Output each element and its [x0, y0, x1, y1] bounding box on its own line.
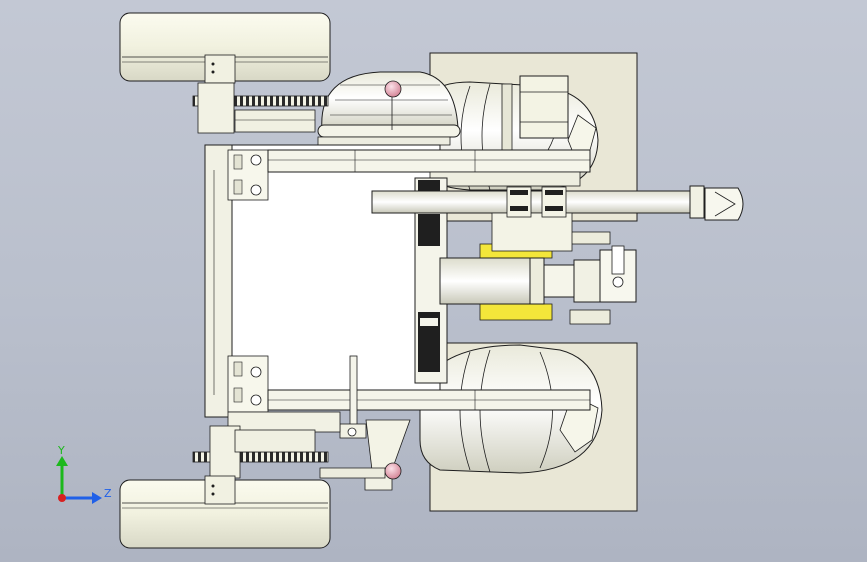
lower-wheel[interactable] [119, 475, 331, 549]
z-axis-label: Z [104, 487, 112, 500]
central-shaft[interactable] [439, 231, 637, 325]
upper-pink-knob[interactable] [384, 80, 402, 98]
lower-rail[interactable] [267, 389, 591, 411]
rod-brackets[interactable] [491, 186, 573, 252]
upper-wheel[interactable] [119, 12, 331, 84]
lower-pink-knob[interactable] [384, 462, 402, 480]
upper-rail[interactable] [267, 149, 591, 187]
lower-dome-cover[interactable] [227, 411, 393, 491]
lower-sprocket-chain[interactable] [192, 425, 386, 479]
coordinate-triad-icon: Y Z [56, 444, 112, 504]
lower-yellow-block[interactable] [479, 303, 553, 321]
y-axis-label: Y [57, 444, 65, 457]
upper-sprocket-chain[interactable] [192, 82, 329, 134]
upper-dome-cover[interactable] [317, 71, 461, 146]
main-chassis-body[interactable] [204, 144, 441, 418]
upper-motor[interactable] [501, 75, 569, 157]
